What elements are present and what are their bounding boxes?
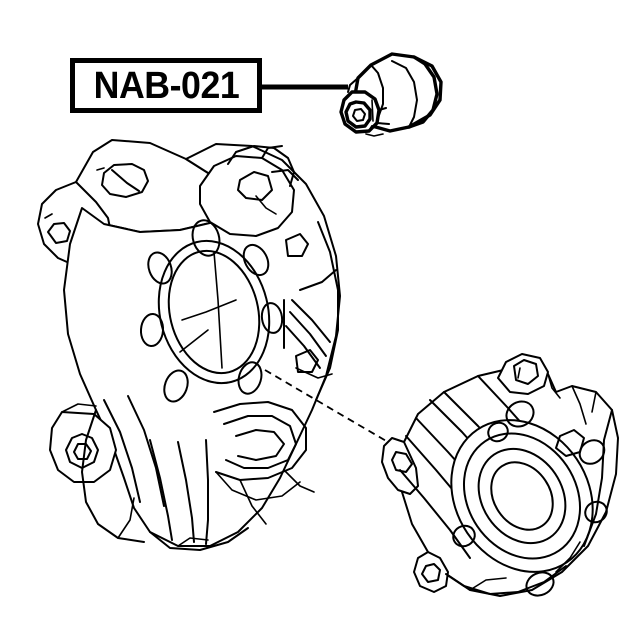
- part-steering-knuckle: [37, 139, 341, 551]
- part-bushing: [339, 52, 443, 137]
- part-number-label-box: NAB-021: [70, 58, 262, 113]
- part-number-text: NAB-021: [93, 64, 239, 107]
- part-wheel-hub-bearing: [381, 353, 619, 597]
- assembly-dashed-line: [264, 369, 413, 457]
